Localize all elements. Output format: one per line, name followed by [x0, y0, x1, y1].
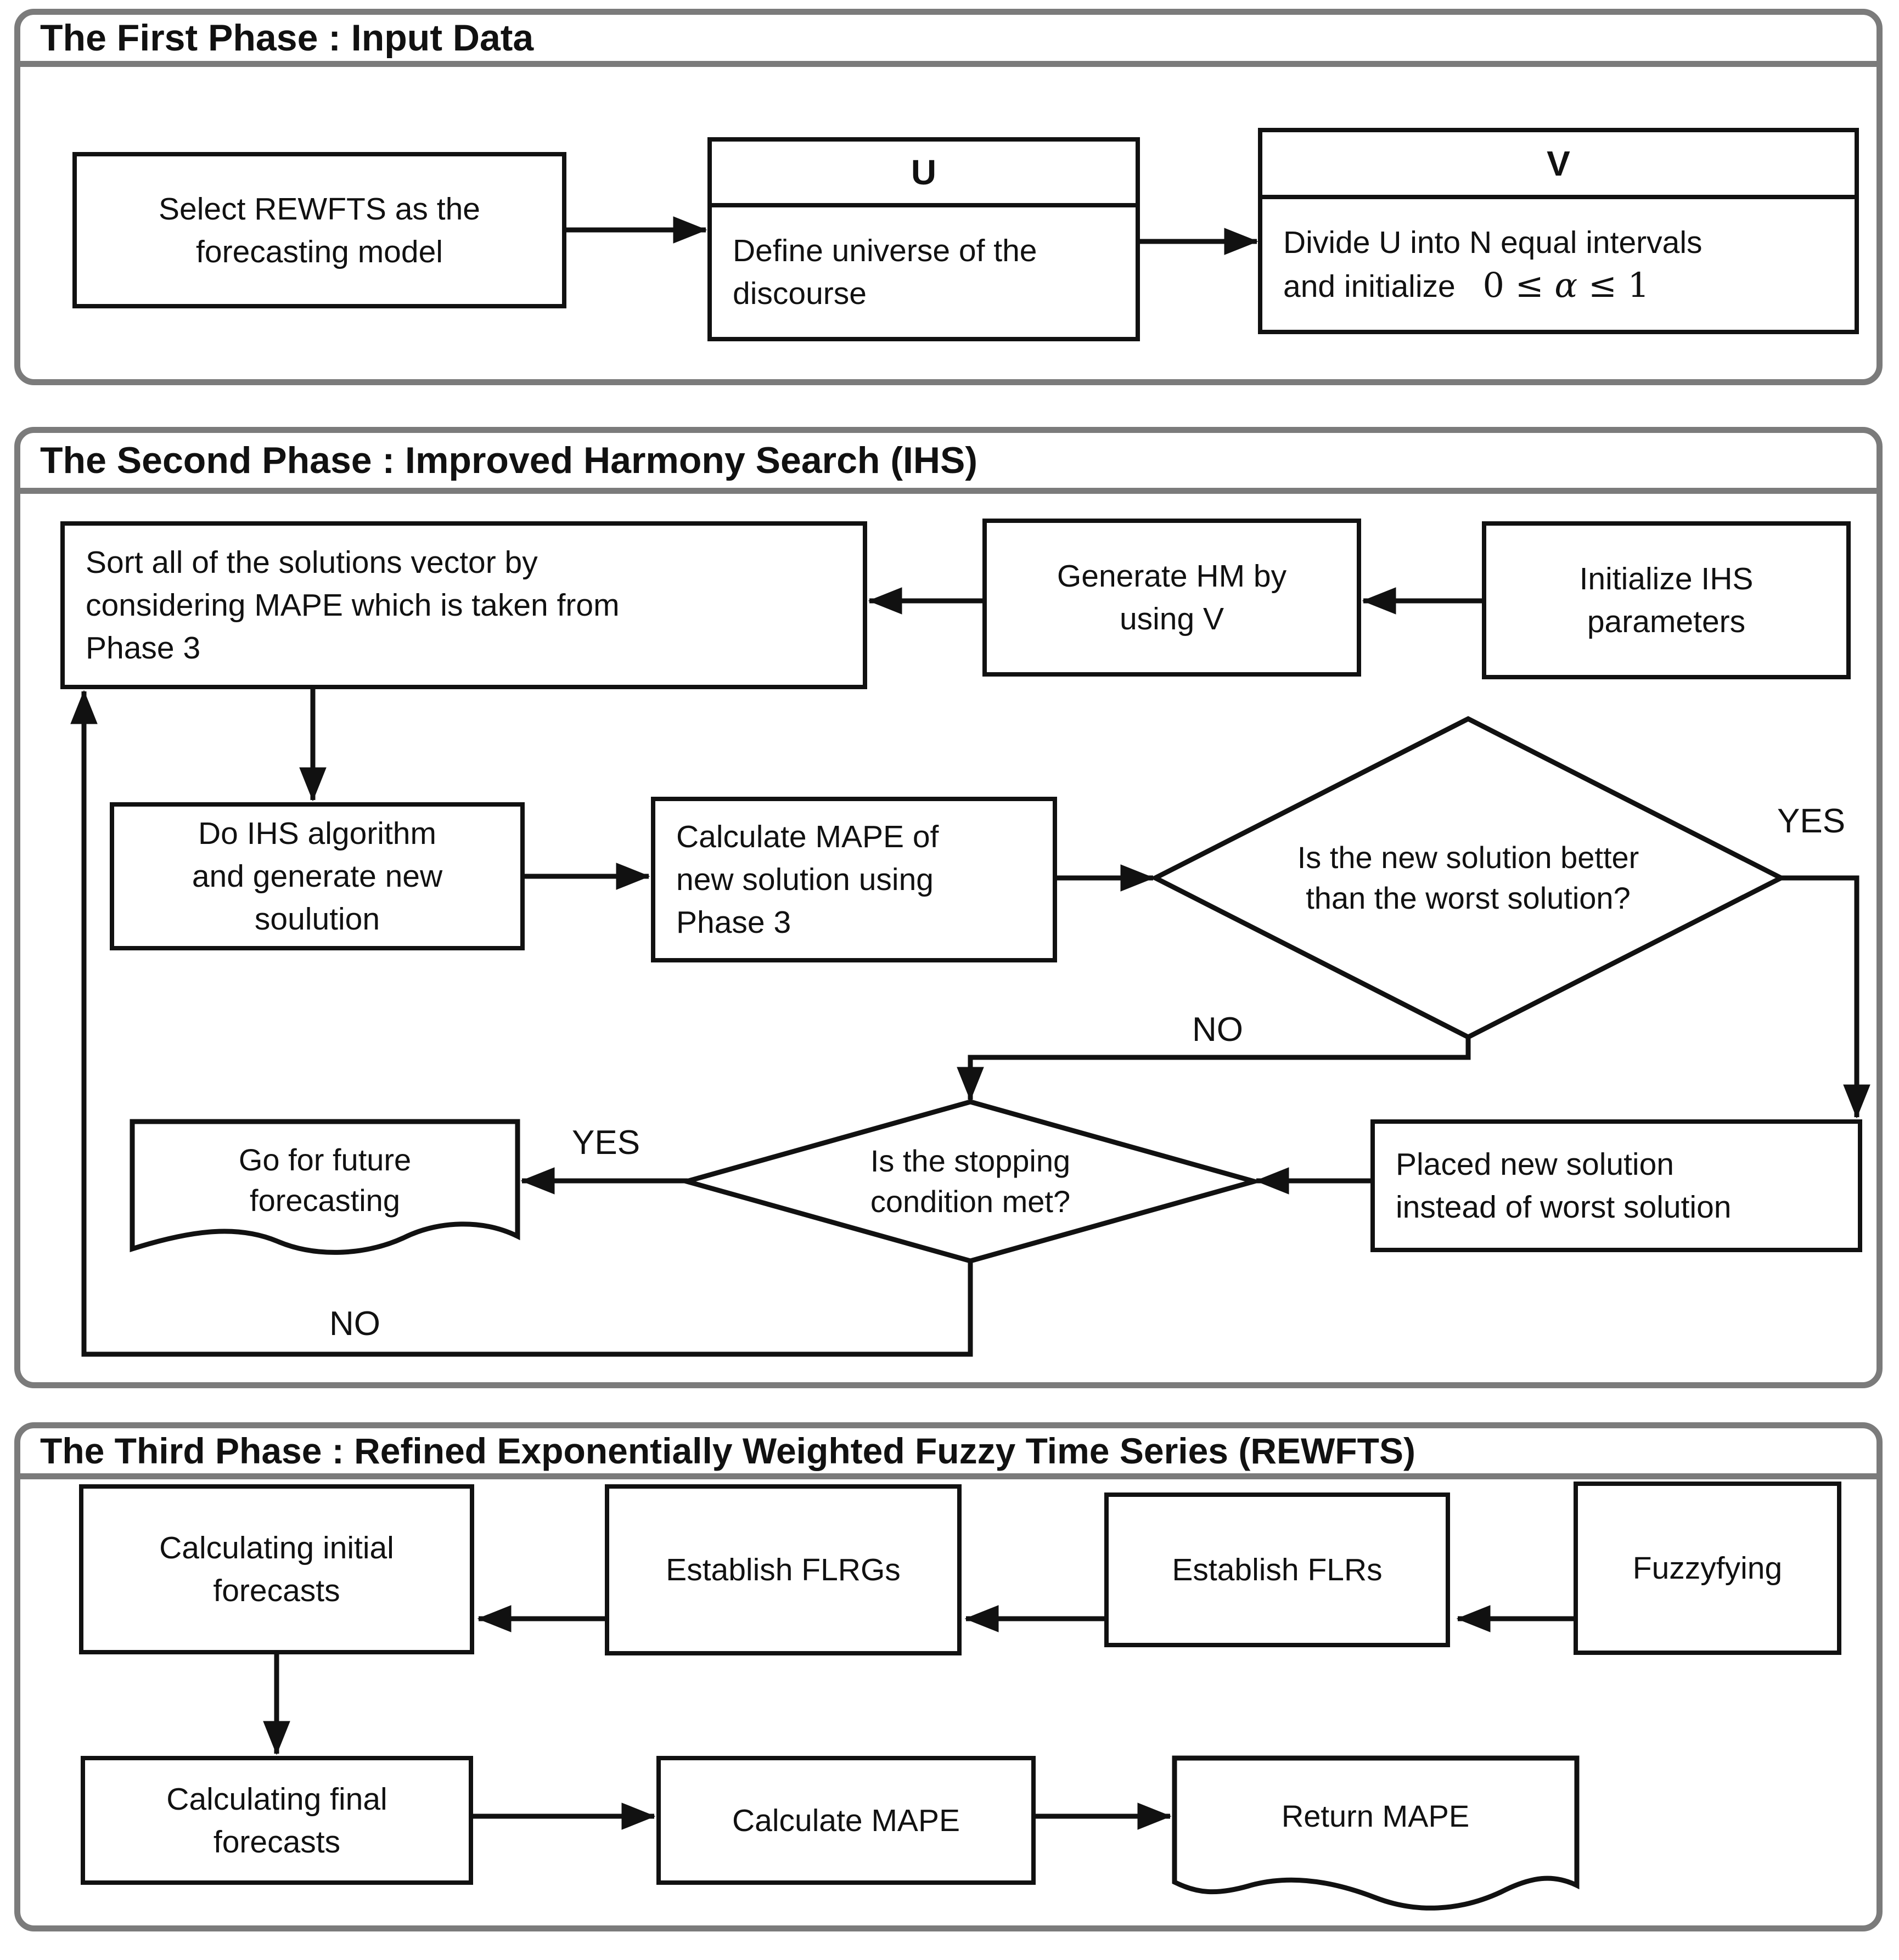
- phase1-title: The First Phase : Input Data: [40, 17, 534, 59]
- node-v-formula: 0 ≤ α ≤ 1: [1483, 265, 1650, 305]
- node-calc-mape-new-line2: new solution using: [676, 862, 934, 897]
- decision-stopping-line2: condition met?: [870, 1184, 1071, 1219]
- node-establish-flrs: Establish FLRs: [1104, 1492, 1450, 1647]
- node-v: V Divide U into N equal intervals and in…: [1258, 128, 1859, 334]
- node-calc-final-line1: Calculating final: [166, 1781, 387, 1817]
- node-fuzzyfying-line1: Fuzzyfying: [1632, 1551, 1783, 1586]
- go-forecasting-text: Go for future forecasting: [141, 1129, 509, 1231]
- arrow-yes-to-placed: [1781, 875, 1870, 1119]
- node-placed-solution: Placed new solution instead of worst sol…: [1370, 1119, 1862, 1252]
- label-no-better: NO: [1192, 1011, 1243, 1049]
- node-do-ihs-line3: soulution: [254, 902, 380, 937]
- node-generate-hm-line1: Generate HM by: [1057, 559, 1287, 594]
- decision-stopping-diamond: [677, 1099, 1263, 1264]
- label-yes-stop: YES: [572, 1124, 641, 1162]
- node-u-line2: discourse: [733, 276, 867, 311]
- node-calc-mape-new-line1: Calculate MAPE of: [676, 819, 939, 854]
- node-select-rewfts: Select REWFTS as the forecasting model: [72, 152, 566, 308]
- node-placed-line2: instead of worst solution: [1396, 1190, 1732, 1225]
- node-calc-initial: Calculating initial forecasts: [79, 1484, 474, 1654]
- node-establish-flrs-line1: Establish FLRs: [1172, 1552, 1383, 1587]
- node-sort-line2: considering MAPE which is taken from: [86, 588, 620, 623]
- decision-better-line2: than the worst solution?: [1306, 881, 1631, 915]
- node-select-rewfts-line1: Select REWFTS as the: [158, 191, 480, 227]
- go-forecasting-line1: Go for future: [238, 1142, 412, 1177]
- node-initialize-ihs-line2: parameters: [1587, 604, 1746, 639]
- node-initialize-ihs: Initialize IHS parameters: [1482, 521, 1851, 679]
- node-generate-hm: Generate HM by using V: [982, 519, 1361, 677]
- go-forecasting-shape: [130, 1119, 520, 1255]
- node-sort-line1: Sort all of the solutions vector by: [86, 545, 538, 580]
- node-establish-flrgs: Establish FLRGs: [605, 1484, 962, 1655]
- node-sort-solutions: Sort all of the solutions vector by cons…: [60, 521, 867, 689]
- node-u-header: U: [712, 142, 1136, 207]
- node-initialize-ihs-line1: Initialize IHS: [1579, 561, 1754, 596]
- node-generate-hm-line2: using V: [1119, 601, 1224, 637]
- arrow-no-loop-to-sort: [70, 690, 973, 1357]
- node-v-line2-prefix: and initialize: [1283, 269, 1456, 304]
- node-sort-line3: Phase 3: [86, 630, 201, 666]
- alpha-symbol: α: [1554, 265, 1578, 305]
- formula-post: ≤ 1: [1588, 265, 1650, 305]
- node-v-header: V: [1262, 132, 1855, 199]
- node-u-line1: Define universe of the: [733, 233, 1037, 268]
- node-calculate-mape: Calculate MAPE: [656, 1756, 1036, 1885]
- return-mape-shape: [1172, 1755, 1580, 1911]
- arrow-no-to-stopping: [957, 1037, 1471, 1101]
- phase3-title-separator: [20, 1473, 1876, 1479]
- node-select-rewfts-line2: forecasting model: [196, 234, 443, 269]
- phase1-title-separator: [20, 61, 1876, 67]
- decision-stopping-line1: Is the stopping: [870, 1144, 1071, 1178]
- node-v-line2: and initialize 0 ≤ α ≤ 1: [1283, 264, 1855, 308]
- node-calc-final-line2: forecasts: [213, 1824, 341, 1860]
- phase1-container: The First Phase : Input Data: [14, 9, 1883, 385]
- node-do-ihs-line2: and generate new: [192, 859, 443, 894]
- node-calculate-mape-line1: Calculate MAPE: [732, 1803, 960, 1838]
- node-do-ihs-line1: Do IHS algorithm: [198, 816, 436, 851]
- node-calc-mape-new: Calculate MAPE of new solution using Pha…: [651, 797, 1057, 962]
- decision-better-text: Is the new solution better than the wors…: [1194, 796, 1743, 960]
- label-no-stop: NO: [329, 1305, 380, 1343]
- phase3-title: The Third Phase : Refined Exponentially …: [40, 1430, 1415, 1471]
- node-v-line1: Divide U into N equal intervals: [1283, 225, 1703, 260]
- phase2-title-separator: [20, 488, 1876, 494]
- return-mape-text: Return MAPE: [1183, 1770, 1567, 1863]
- node-calc-initial-line2: forecasts: [213, 1573, 340, 1608]
- formula-pre: 0 ≤: [1482, 265, 1544, 305]
- node-placed-line1: Placed new solution: [1396, 1147, 1674, 1182]
- node-establish-flrgs-line1: Establish FLRGs: [666, 1552, 901, 1587]
- node-do-ihs: Do IHS algorithm and generate new soulut…: [110, 802, 525, 950]
- phase2-title: The Second Phase : Improved Harmony Sear…: [40, 440, 978, 481]
- decision-better-diamond: [1150, 716, 1786, 1040]
- label-yes-better: YES: [1777, 802, 1846, 840]
- decision-better-line1: Is the new solution better: [1297, 840, 1639, 875]
- node-calc-final: Calculating final forecasts: [81, 1756, 473, 1885]
- return-mape-line1: Return MAPE: [1281, 1799, 1470, 1833]
- phase2-container: The Second Phase : Improved Harmony Sear…: [14, 427, 1883, 1388]
- node-fuzzyfying: Fuzzyfying: [1574, 1482, 1841, 1655]
- decision-stopping-text: Is the stopping condition met?: [751, 1140, 1190, 1223]
- node-calc-initial-line1: Calculating initial: [159, 1530, 394, 1565]
- go-forecasting-line2: forecasting: [250, 1183, 400, 1218]
- node-calc-mape-new-line3: Phase 3: [676, 905, 791, 940]
- phase3-container: The Third Phase : Refined Exponentially …: [14, 1422, 1883, 1931]
- node-u: U Define universe of the discourse: [707, 137, 1140, 341]
